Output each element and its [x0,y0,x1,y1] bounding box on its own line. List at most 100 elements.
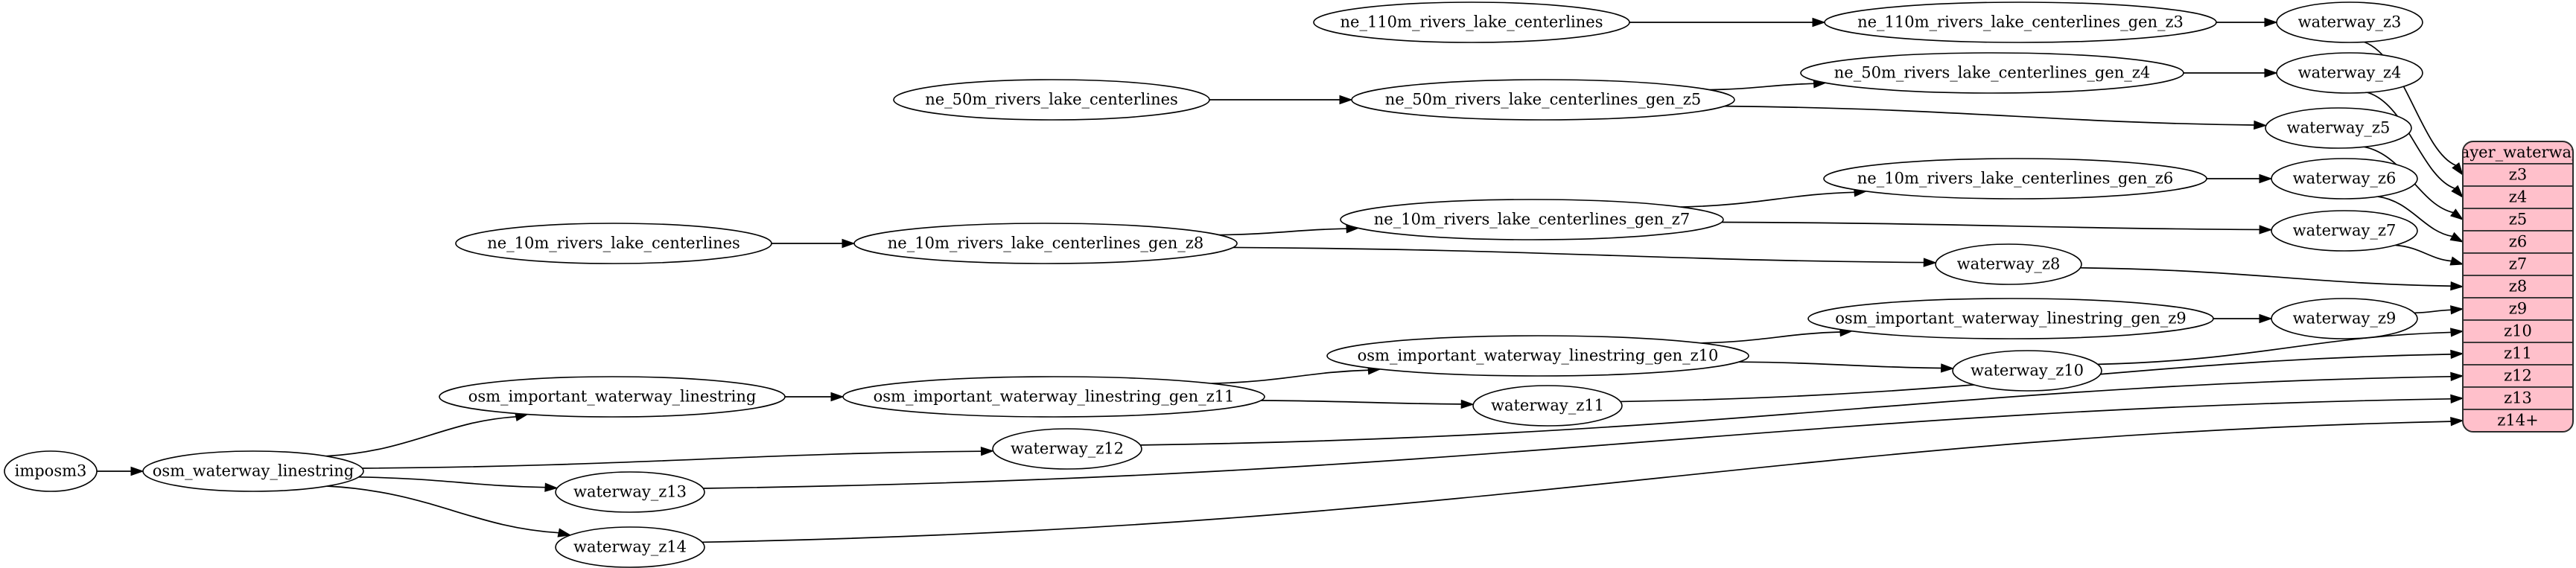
edge-ne_50m_rivers_lake_centerlines_gen_z5-to-waterway_z5 [1724,105,2254,126]
node-waterway_z7[interactable]: waterway_z7 [2271,210,2418,252]
edge-waterway_z3-to-layer_waterway-z3 [2364,41,2456,166]
node-waterway_z11[interactable]: waterway_z11 [1472,385,1623,427]
node-waterway_z4[interactable]: waterway_z4 [2276,52,2423,94]
node-label: osm_important_waterway_linestring_gen_z1… [874,388,1235,406]
table-title-label: layer_waterway [2455,144,2576,162]
node-ne_50m_rivers_lake_centerlines_gen_z4[interactable]: ne_50m_rivers_lake_centerlines_gen_z4 [1800,52,2184,94]
node-imposm3[interactable]: imposm3 [4,450,98,492]
arrow-head [830,392,845,402]
node-label: ne_50m_rivers_lake_centerlines [925,91,1178,109]
edge-ne_50m_rivers_lake_centerlines_gen_z5-to-ne_50m_rivers_lake_centerlines_gen_z4 [1709,83,1814,91]
node-shape [2276,52,2423,94]
node-shape [1472,385,1623,427]
table-row-z11[interactable] [2463,342,2573,366]
node-waterway_z14[interactable]: waterway_z14 [555,526,705,568]
table-row-label-z6: z6 [2509,233,2527,251]
node-osm_important_waterway_linestring_gen_z10[interactable]: osm_important_waterway_linestring_gen_z1… [1326,335,1749,377]
table-row-z4[interactable] [2463,185,2573,209]
node-waterway_z5[interactable]: waterway_z5 [2265,107,2412,149]
table-row-z10[interactable] [2463,319,2573,343]
node-ne_110m_rivers_lake_centerlines_gen_z3[interactable]: ne_110m_rivers_lake_centerlines_gen_z3 [1824,1,2217,43]
table-row-label-z5: z5 [2509,211,2527,229]
table-row-z14+[interactable] [2463,409,2573,432]
node-waterway_z13[interactable]: waterway_z13 [555,471,705,513]
node-label: waterway_z14 [573,538,687,556]
arrow-head [2259,313,2273,324]
node-shape [1807,298,2214,339]
node-waterway_z10[interactable]: waterway_z10 [1952,350,2102,392]
node-osm_important_waterway_linestring_gen_z11[interactable]: osm_important_waterway_linestring_gen_z1… [842,376,1265,418]
node-waterway_z9[interactable]: waterway_z9 [2271,298,2418,339]
node-shape [142,450,364,492]
arrow-head [842,238,856,249]
node-shape [893,79,1210,121]
node-ne_10m_rivers_lake_centerlines_gen_z6[interactable]: ne_10m_rivers_lake_centerlines_gen_z6 [1823,158,2207,200]
node-label: waterway_z8 [1957,255,2061,273]
arrow-head [1460,399,1475,409]
node-waterway_z8[interactable]: waterway_z8 [1935,243,2082,285]
node-shape [1351,79,1735,121]
node-label: osm_important_waterway_linestring_gen_z1… [1358,347,1719,365]
arrow-head [2264,17,2278,28]
node-waterway_z3[interactable]: waterway_z3 [2276,1,2423,43]
node-shape [2271,210,2418,252]
table-row-label-z9: z9 [2509,300,2527,318]
edge-waterway_z4-to-layer_waterway-z4 [2367,92,2455,189]
node-shape [1935,243,2082,285]
node-shape [2271,298,2418,339]
arrow-head [1923,258,1937,267]
node-osm_waterway_linestring[interactable]: osm_waterway_linestring [142,450,364,492]
node-label: waterway_z13 [573,483,687,501]
node-ne_110m_rivers_lake_centerlines[interactable]: ne_110m_rivers_lake_centerlines [1313,1,1630,43]
table-row-z6[interactable] [2463,230,2573,254]
node-osm_important_waterway_linestring_gen_z9[interactable]: osm_important_waterway_linestring_gen_z9 [1807,298,2214,339]
node-label: ne_50m_rivers_lake_centerlines_gen_z4 [1834,64,2150,82]
layer-waterway-table[interactable]: layer_waterwayz3z4z5z6z7z8z9z10z11z12z13… [2455,141,2576,432]
node-ne_50m_rivers_lake_centerlines_gen_z5[interactable]: ne_50m_rivers_lake_centerlines_gen_z5 [1351,79,1735,121]
node-label: waterway_z3 [2298,13,2402,31]
edge-osm_waterway_linestring-to-waterway_z14 [327,485,559,534]
edge-osm_waterway_linestring-to-waterway_z12 [362,450,982,469]
node-shape [842,376,1265,418]
node-shape [1952,350,2102,392]
node-label: ne_110m_rivers_lake_centerlines_gen_z3 [1857,13,2184,31]
node-ne_10m_rivers_lake_centerlines_gen_z8[interactable]: ne_10m_rivers_lake_centerlines_gen_z8 [853,223,1238,264]
node-label: waterway_z9 [2293,310,2397,328]
arrow-head [2449,232,2464,243]
table-row-label-z11: z11 [2504,345,2532,363]
node-shape [992,428,1142,470]
node-shape [2265,107,2412,149]
edges-layer [97,17,2464,543]
arrow-head [1339,95,1353,105]
node-label: ne_10m_rivers_lake_centerlines [487,234,740,252]
arrow-head [2259,225,2273,234]
node-ne_50m_rivers_lake_centerlines[interactable]: ne_50m_rivers_lake_centerlines [893,79,1210,121]
edge-osm_important_waterway_linestring_gen_z10-to-osm_important_waterway_linestring_gen_z9 [1700,331,1840,344]
arrow-head [2449,256,2464,266]
node-waterway_z12[interactable]: waterway_z12 [992,428,1142,470]
table-row-z7[interactable] [2463,252,2573,276]
edge-waterway_z14-to-layer_waterway-z14+ [702,421,2452,543]
node-shape [1340,199,1724,240]
node-shape [555,471,705,513]
nodes-layer: imposm3 osm_waterway_linestring osm_import… [4,1,2423,568]
node-label: waterway_z11 [1491,397,1604,415]
node-ne_10m_rivers_lake_centerlines_gen_z7[interactable]: ne_10m_rivers_lake_centerlines_gen_z7 [1340,199,1724,240]
edge-ne_10m_rivers_lake_centerlines_gen_z7-to-ne_10m_rivers_lake_centerlines_gen_z6 [1681,191,1855,208]
node-label: waterway_z6 [2293,170,2397,188]
arrow-head [2450,416,2464,427]
edge-waterway_z9-to-layer_waterway-z9 [2414,309,2452,314]
table-row-label-z4: z4 [2509,188,2527,206]
table-row-z12[interactable] [2463,364,2573,388]
node-ne_10m_rivers_lake_centerlines[interactable]: ne_10m_rivers_lake_centerlines [455,223,772,264]
node-label: imposm3 [15,462,87,480]
arrow-head [130,466,144,476]
node-waterway_z6[interactable]: waterway_z6 [2271,158,2418,200]
node-osm_important_waterway_linestring[interactable]: osm_important_waterway_linestring [439,376,786,418]
node-shape [439,376,786,418]
table-row-label-z3: z3 [2509,166,2527,184]
node-label: ne_10m_rivers_lake_centerlines_gen_z6 [1857,170,2173,188]
arrow-head [2451,185,2464,199]
